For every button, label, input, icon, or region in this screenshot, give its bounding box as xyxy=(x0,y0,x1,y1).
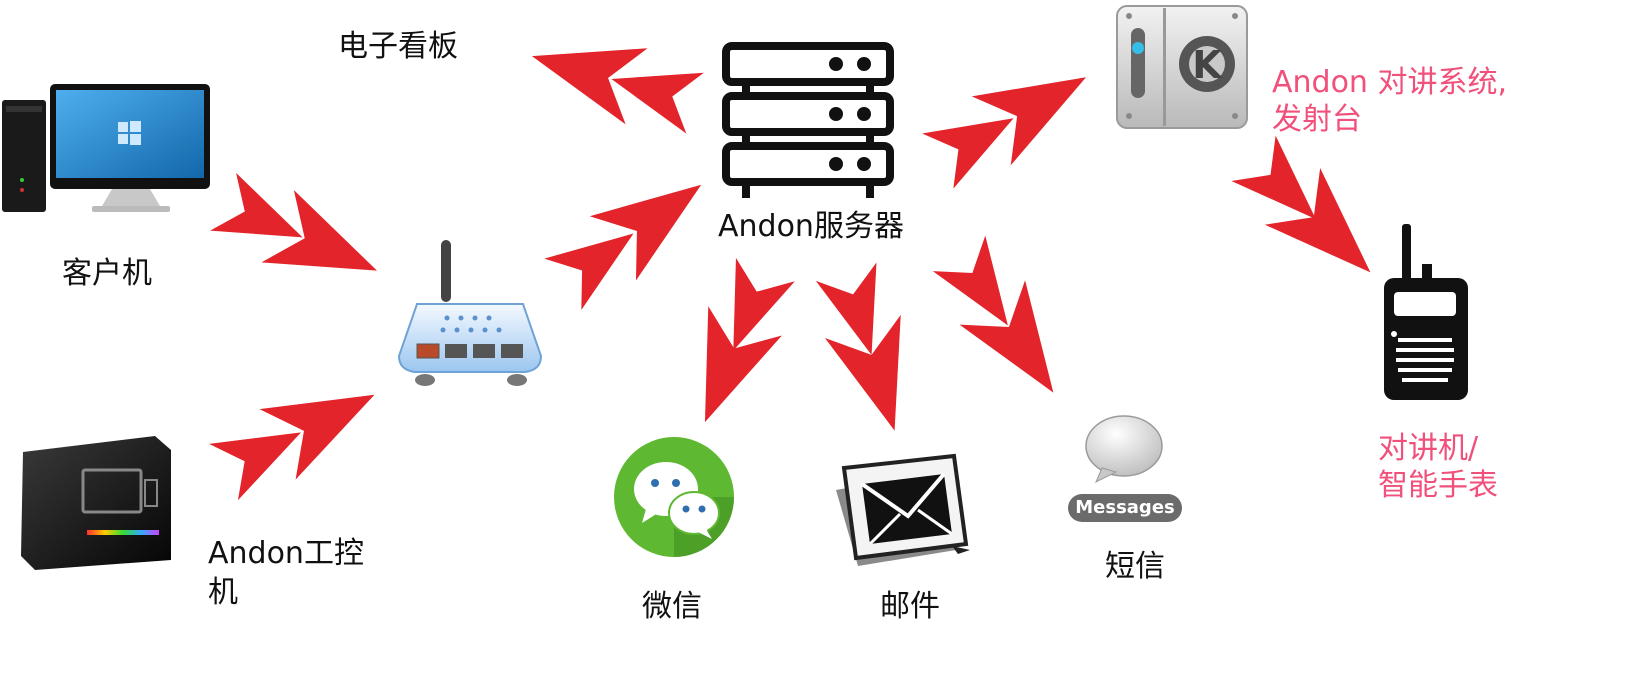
walkie-talkie-icon xyxy=(1384,224,1468,400)
messages-badge-text: Messages xyxy=(1075,497,1175,518)
sms-label: 短信 xyxy=(1105,549,1165,584)
walkie-label-line1: 对讲机/ xyxy=(1378,431,1479,466)
arrow-server-to-sms xyxy=(932,235,1054,393)
router-icon xyxy=(397,240,543,386)
ipc-label-line1: Andon工控 xyxy=(208,536,364,571)
arrow-server-to-eboard xyxy=(531,48,704,134)
wechat-icon xyxy=(614,437,734,557)
wechat-label: 微信 xyxy=(642,589,702,624)
walkie-label-line2: 智能手表 xyxy=(1378,468,1498,503)
arrow-ipc-to-router xyxy=(209,394,375,501)
desktop-computer-icon xyxy=(2,84,210,212)
server-rack-icon xyxy=(722,42,894,198)
arrow-server-to-wechat xyxy=(704,257,795,423)
messages-bubble-icon xyxy=(1068,415,1182,522)
svg-text:K: K xyxy=(1192,43,1223,87)
arrow-server-to-mail xyxy=(815,262,901,431)
mail-envelope-icon xyxy=(836,453,970,566)
server-label: Andon服务器 xyxy=(718,209,904,244)
arrow-intercom-to-walkie xyxy=(1231,135,1371,273)
intercom-label-line1: Andon 对讲系统, xyxy=(1272,65,1508,100)
ipc-label-line2: 机 xyxy=(208,575,238,610)
mail-label: 邮件 xyxy=(880,589,940,624)
client-label: 客户机 xyxy=(62,256,152,291)
kde-system-icon: K xyxy=(1116,5,1248,129)
industrial-pc-icon xyxy=(21,436,171,570)
arrow-router-to-server xyxy=(544,184,702,311)
arrow-client-to-router xyxy=(210,172,378,271)
arrow-server-to-intercom xyxy=(922,77,1087,189)
intercom-label-line2: 发射台 xyxy=(1272,102,1362,137)
eboard-label: 电子看板 xyxy=(338,29,458,64)
